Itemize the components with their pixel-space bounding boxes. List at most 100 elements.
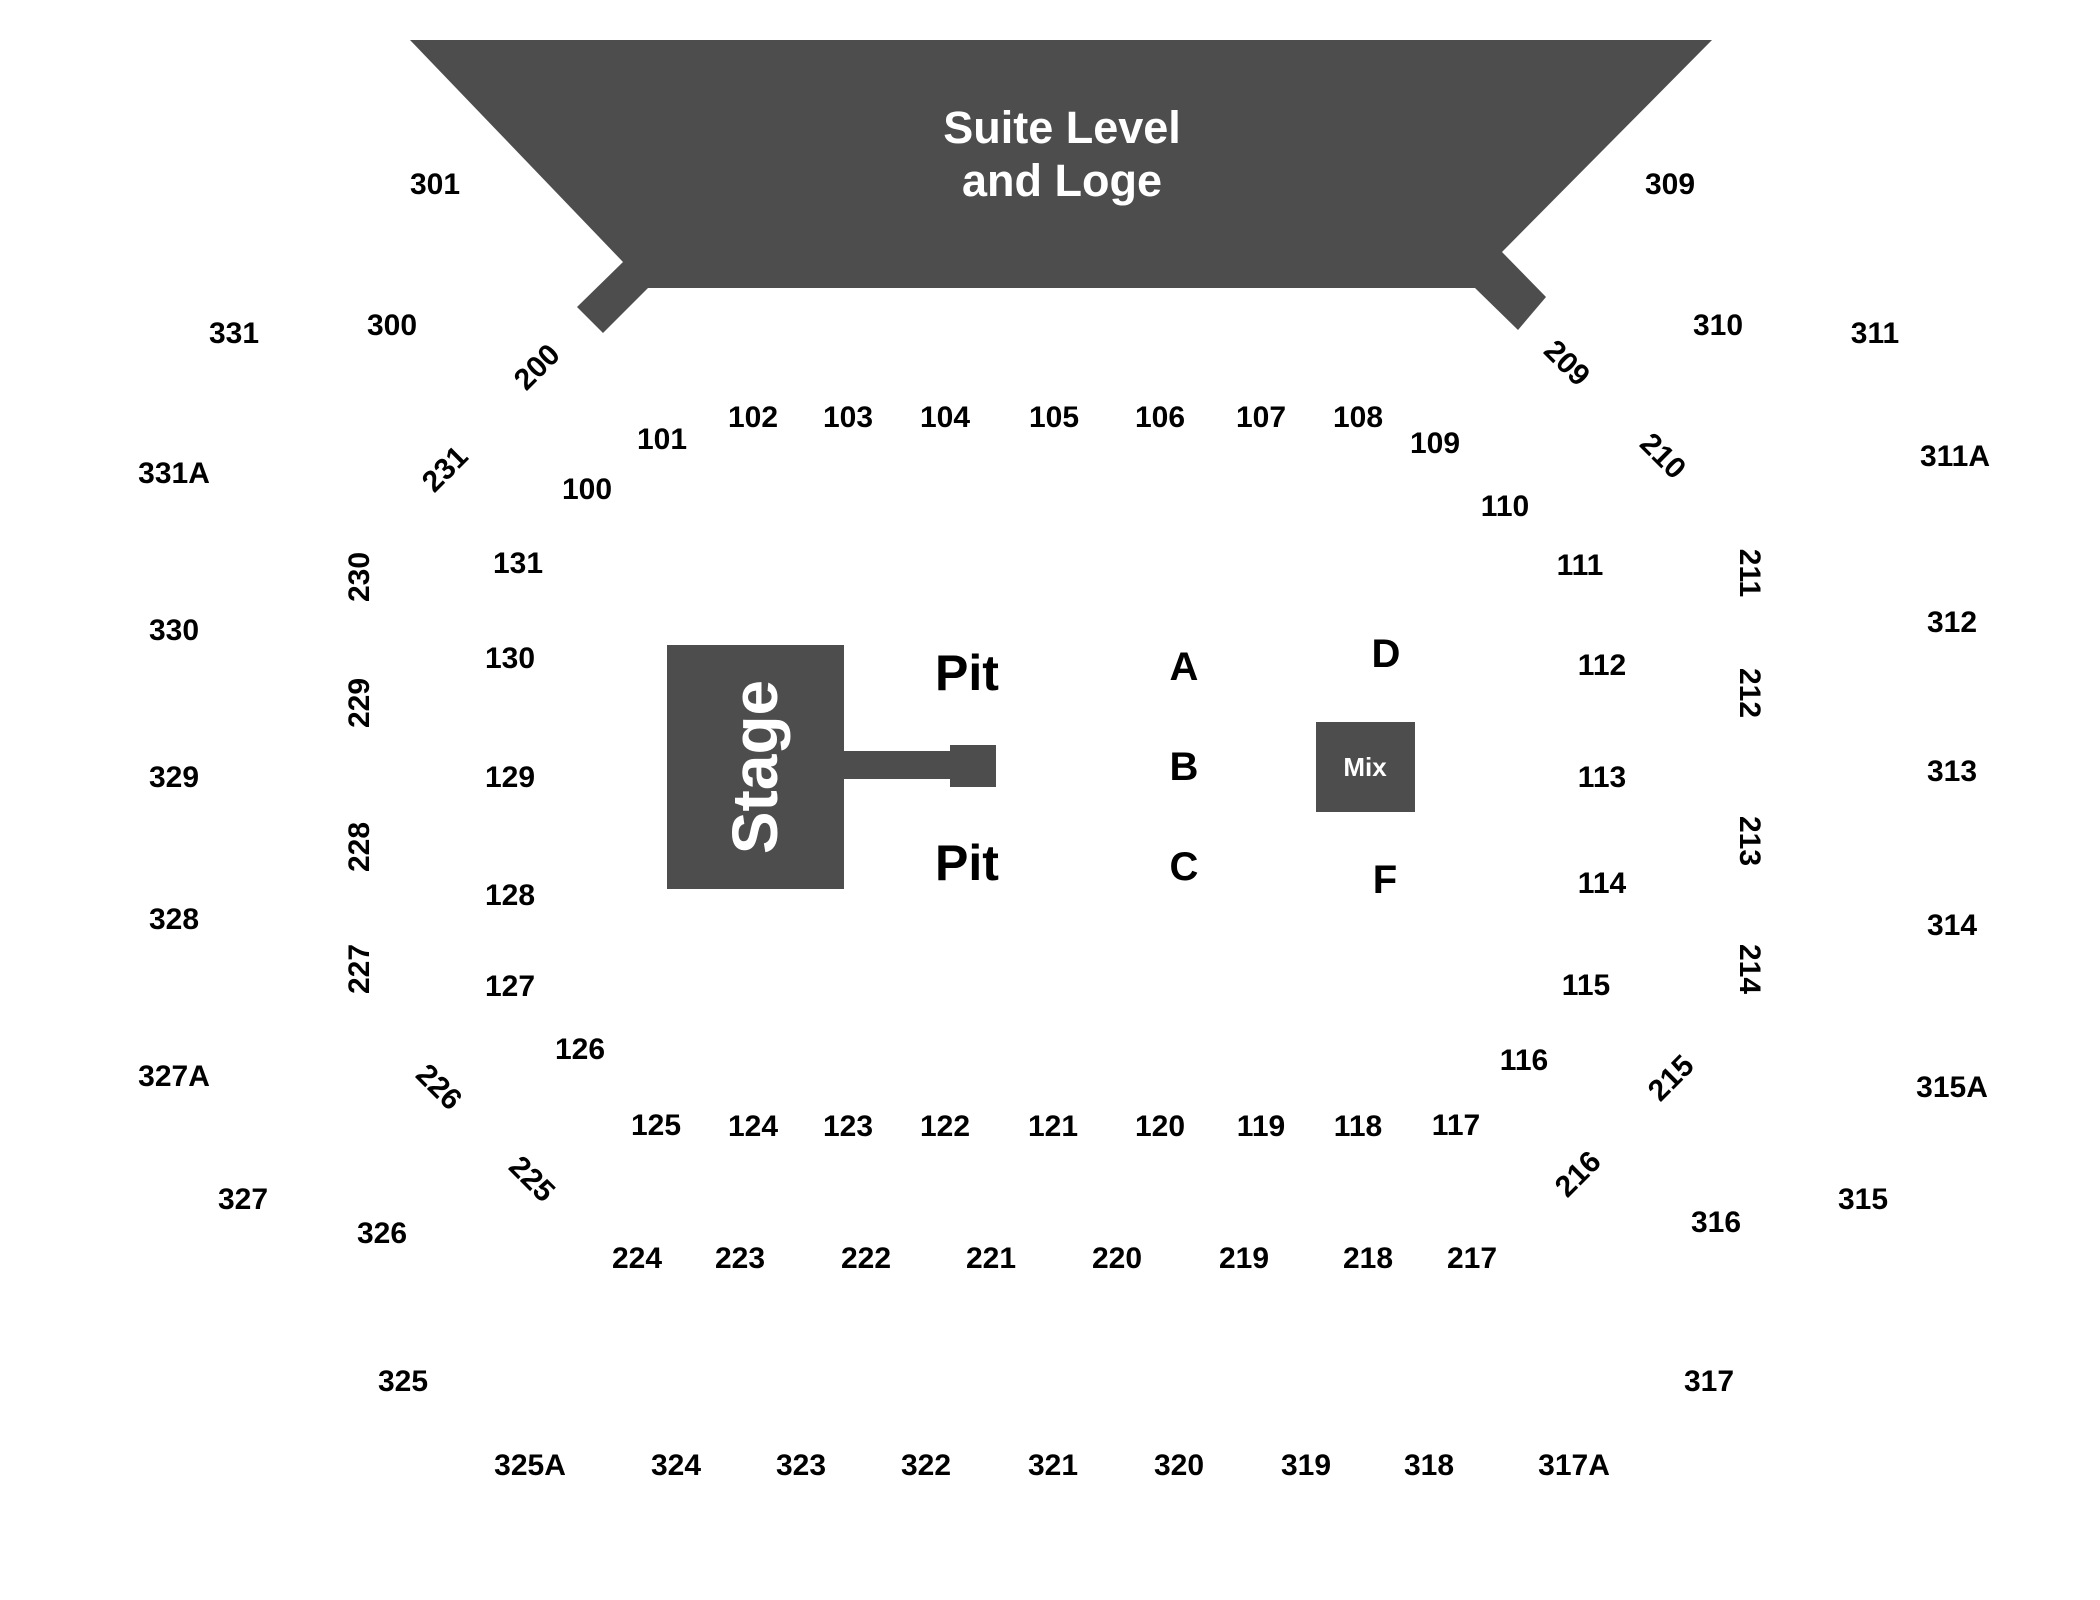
section-117[interactable]: 117: [1432, 1109, 1480, 1142]
section-213[interactable]: 213: [1733, 816, 1766, 866]
section-300[interactable]: 300: [367, 309, 417, 342]
pit-upper-label[interactable]: Pit: [935, 645, 999, 701]
section-118[interactable]: 118: [1334, 1110, 1382, 1143]
sections-300-level: 300 301 309 310 311 311A 312 313 314 315…: [138, 168, 1990, 1482]
mix-area[interactable]: Mix: [1316, 722, 1415, 812]
section-216[interactable]: 216: [1549, 1145, 1608, 1204]
section-124[interactable]: 124: [728, 1110, 778, 1143]
section-210[interactable]: 210: [1633, 427, 1692, 486]
floor-section-c[interactable]: C: [1170, 845, 1199, 889]
section-102[interactable]: 102: [728, 401, 778, 434]
section-323[interactable]: 323: [776, 1449, 826, 1482]
section-325[interactable]: 325: [378, 1365, 428, 1398]
section-326[interactable]: 326: [357, 1217, 407, 1250]
section-215[interactable]: 215: [1642, 1049, 1701, 1108]
section-220[interactable]: 220: [1092, 1242, 1142, 1275]
section-315[interactable]: 315: [1838, 1183, 1888, 1216]
section-120[interactable]: 120: [1135, 1110, 1185, 1143]
section-221[interactable]: 221: [966, 1242, 1016, 1275]
floor-section-f[interactable]: F: [1373, 858, 1397, 902]
suite-level-loge-area[interactable]: Suite Level and Loge: [410, 40, 1712, 333]
section-218[interactable]: 218: [1343, 1242, 1393, 1275]
section-128[interactable]: 128: [485, 879, 535, 912]
section-116[interactable]: 116: [1500, 1044, 1548, 1077]
section-325a[interactable]: 325A: [494, 1449, 566, 1482]
section-111[interactable]: 111: [1557, 549, 1604, 582]
section-322[interactable]: 322: [901, 1449, 951, 1482]
section-219[interactable]: 219: [1219, 1242, 1269, 1275]
section-114[interactable]: 114: [1578, 867, 1627, 900]
section-324[interactable]: 324: [651, 1449, 701, 1482]
section-315a[interactable]: 315A: [1916, 1071, 1988, 1104]
section-318[interactable]: 318: [1404, 1449, 1454, 1482]
section-229[interactable]: 229: [343, 678, 376, 728]
section-330[interactable]: 330: [149, 614, 199, 647]
section-224[interactable]: 224: [612, 1242, 662, 1275]
section-109[interactable]: 109: [1410, 427, 1460, 460]
section-126[interactable]: 126: [555, 1033, 605, 1066]
section-327a[interactable]: 327A: [138, 1060, 210, 1093]
section-317a[interactable]: 317A: [1538, 1449, 1610, 1482]
section-227[interactable]: 227: [343, 944, 376, 994]
section-107[interactable]: 107: [1236, 401, 1286, 434]
section-225[interactable]: 225: [502, 1150, 561, 1209]
section-214[interactable]: 214: [1733, 944, 1766, 994]
section-110[interactable]: 110: [1481, 490, 1529, 523]
section-230[interactable]: 230: [343, 552, 376, 602]
section-331a[interactable]: 331A: [138, 457, 210, 490]
section-115[interactable]: 115: [1562, 969, 1610, 1002]
stage-label: Stage: [719, 680, 791, 854]
stage-area[interactable]: Stage: [667, 645, 996, 889]
section-329[interactable]: 329: [149, 761, 199, 794]
section-313[interactable]: 313: [1927, 755, 1977, 788]
section-108[interactable]: 108: [1333, 401, 1383, 434]
section-321[interactable]: 321: [1028, 1449, 1078, 1482]
section-113[interactable]: 113: [1578, 761, 1626, 794]
section-200[interactable]: 200: [508, 338, 567, 397]
section-104[interactable]: 104: [920, 401, 970, 434]
section-209[interactable]: 209: [1537, 334, 1596, 393]
pit-lower-label[interactable]: Pit: [935, 835, 999, 891]
section-123[interactable]: 123: [823, 1110, 873, 1143]
section-311a[interactable]: 311A: [1920, 440, 1990, 473]
floor-section-a[interactable]: A: [1170, 645, 1199, 689]
section-314[interactable]: 314: [1927, 909, 1977, 942]
section-310[interactable]: 310: [1693, 309, 1743, 342]
section-212[interactable]: 212: [1733, 668, 1766, 718]
section-228[interactable]: 228: [343, 822, 376, 872]
section-131[interactable]: 131: [493, 547, 543, 580]
section-309[interactable]: 309: [1645, 168, 1695, 201]
section-103[interactable]: 103: [823, 401, 873, 434]
section-331[interactable]: 331: [209, 317, 259, 350]
section-122[interactable]: 122: [920, 1110, 970, 1143]
floor-section-b[interactable]: B: [1170, 745, 1199, 789]
section-319[interactable]: 319: [1281, 1449, 1331, 1482]
section-101[interactable]: 101: [637, 423, 687, 456]
stage-runway-end: [950, 745, 996, 787]
section-100[interactable]: 100: [562, 473, 612, 506]
section-317[interactable]: 317: [1684, 1365, 1734, 1398]
section-121[interactable]: 121: [1028, 1110, 1078, 1143]
section-130[interactable]: 130: [485, 642, 535, 675]
section-327[interactable]: 327: [218, 1183, 268, 1216]
section-231[interactable]: 231: [416, 440, 475, 499]
section-222[interactable]: 222: [841, 1242, 891, 1275]
section-129[interactable]: 129: [485, 761, 535, 794]
section-217[interactable]: 217: [1447, 1242, 1497, 1275]
section-211[interactable]: 211: [1733, 549, 1766, 597]
section-312[interactable]: 312: [1927, 606, 1977, 639]
section-223[interactable]: 223: [715, 1242, 765, 1275]
section-316[interactable]: 316: [1691, 1206, 1741, 1239]
section-301[interactable]: 301: [410, 168, 460, 201]
section-311[interactable]: 311: [1851, 317, 1899, 350]
section-328[interactable]: 328: [149, 903, 199, 936]
section-119[interactable]: 119: [1237, 1110, 1285, 1143]
section-105[interactable]: 105: [1029, 401, 1079, 434]
section-226[interactable]: 226: [409, 1058, 468, 1117]
section-106[interactable]: 106: [1135, 401, 1185, 434]
section-125[interactable]: 125: [631, 1109, 681, 1142]
section-112[interactable]: 112: [1578, 649, 1626, 682]
section-127[interactable]: 127: [485, 970, 535, 1003]
floor-section-d[interactable]: D: [1372, 632, 1401, 676]
section-320[interactable]: 320: [1154, 1449, 1204, 1482]
